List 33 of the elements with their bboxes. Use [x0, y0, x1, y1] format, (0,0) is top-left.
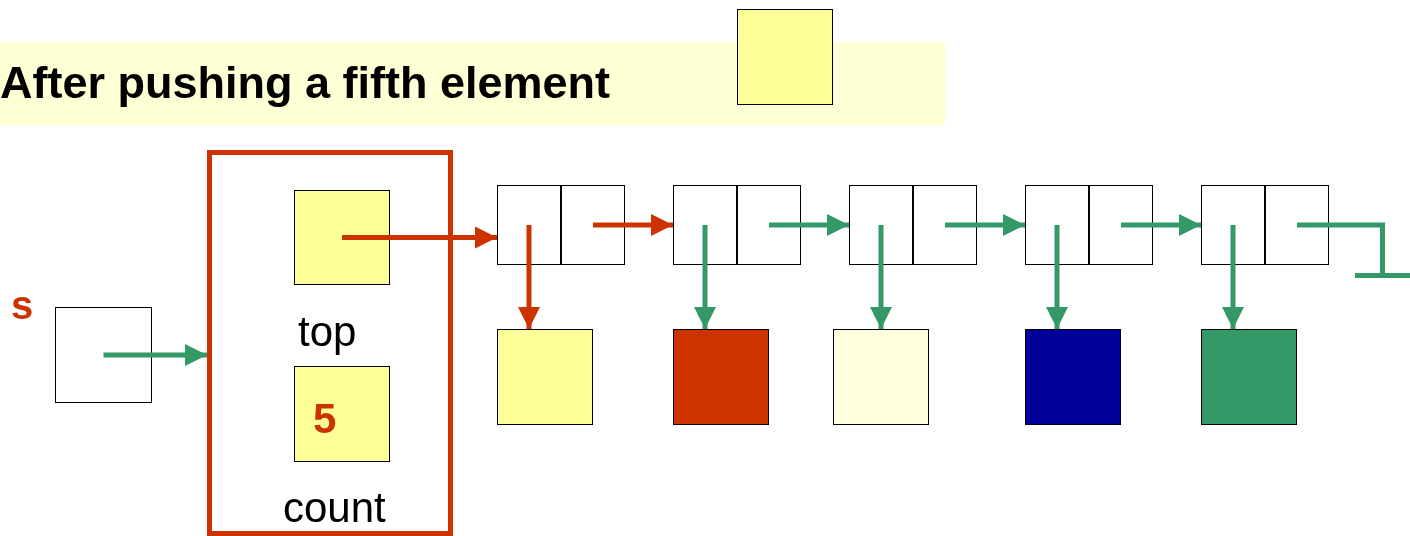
arrow [1045, 225, 1069, 329]
arrow [593, 213, 673, 237]
top-field-box [294, 190, 390, 285]
null-terminator-bar [1355, 273, 1410, 278]
arrow [517, 225, 541, 329]
data-element-box [1025, 329, 1121, 425]
connector-line [1297, 222, 1385, 273]
stack-struct-box [207, 150, 453, 536]
list-node-box [497, 185, 625, 265]
list-node-box [1025, 185, 1153, 265]
arrow [945, 213, 1025, 237]
list-node-box [849, 185, 977, 265]
count-field-box [294, 366, 390, 462]
arrow [342, 226, 497, 249]
pushed-element-box [737, 9, 833, 105]
list-node-box [1201, 185, 1329, 265]
arrow [1121, 213, 1201, 237]
pointer-variable-box [55, 307, 152, 403]
arrow [103, 343, 207, 367]
data-element-box [1201, 329, 1297, 425]
variable-label: top [298, 310, 357, 354]
title: After pushing a fifth element [0, 56, 611, 110]
data-element-box [673, 329, 769, 425]
variable-label: s [11, 283, 34, 327]
list-node-box [673, 185, 801, 265]
data-element-box [833, 329, 929, 425]
arrow [869, 225, 893, 329]
arrow [769, 213, 849, 237]
variable-label: count [283, 486, 386, 530]
arrow [1221, 225, 1245, 329]
arrow [693, 225, 717, 329]
data-element-box [497, 329, 593, 425]
count-value: 5 [313, 395, 337, 443]
